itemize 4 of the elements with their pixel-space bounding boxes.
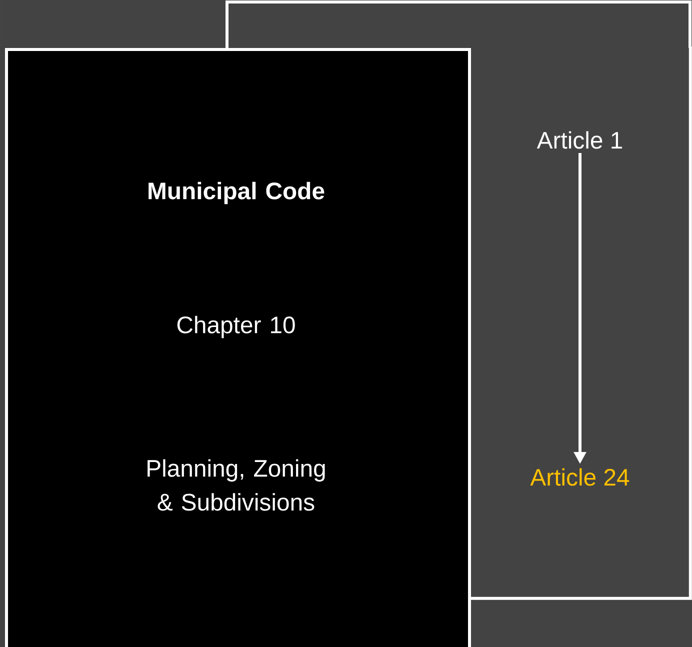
article-label: Article 1 xyxy=(536,131,622,149)
article-label: Article 24 xyxy=(530,468,630,486)
panel xyxy=(468,46,692,600)
card-panel: Municipal Code Chapter 10 Planning, Zoning & Subdivisions xyxy=(5,48,471,647)
